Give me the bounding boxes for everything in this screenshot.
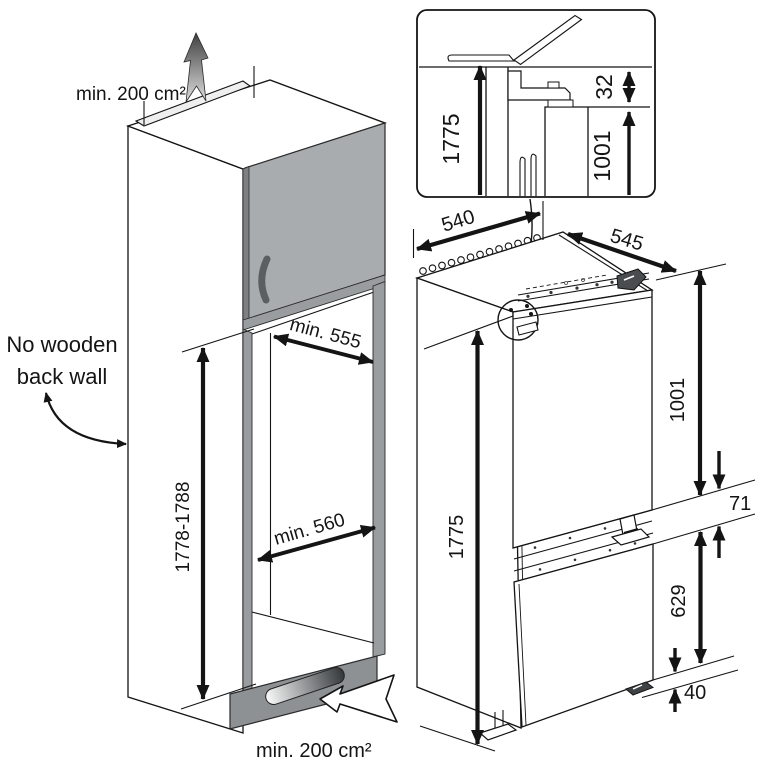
lower-door-edge-line xyxy=(518,583,527,726)
fridge-side-panel xyxy=(416,277,522,729)
plinth-ext-upper xyxy=(652,655,735,681)
niche-height-ext-top xyxy=(181,328,255,353)
detail-mounting-bracket xyxy=(507,70,571,101)
niche-right-frame xyxy=(372,280,386,658)
fridge-height-value: 1775 xyxy=(446,515,468,560)
dim-detail-top-clearance: 32 xyxy=(591,71,636,103)
niche-height-ext-bottom xyxy=(180,683,257,710)
dim-niche-depth: min. 560 xyxy=(257,510,376,563)
detail-bracket-screw xyxy=(547,81,560,89)
upper-section-value: 1001 xyxy=(667,378,689,423)
note-line-1: No wooden xyxy=(6,332,117,357)
niche-height-value: 1778-1788 xyxy=(173,482,194,573)
note-curved-arrow xyxy=(43,392,127,449)
ground-ext-line xyxy=(419,725,496,752)
dim-lower-section: 629 xyxy=(668,531,707,664)
bottom-vent-label: min. 200 cm² xyxy=(256,740,372,762)
plinth-clearance-value: 40 xyxy=(684,682,706,704)
plinth-vent-slot xyxy=(265,667,345,705)
airflow-inlet-arrow-icon xyxy=(319,674,398,723)
detail-fridge-body xyxy=(544,106,650,196)
detail-vent-flap xyxy=(513,14,583,66)
plinth-ext-lower xyxy=(641,669,739,699)
detail-view: 1775 32 1001 xyxy=(416,9,656,198)
top-hinge-bracket xyxy=(616,268,647,291)
cabinet-door-edge xyxy=(242,165,250,325)
note-line-2: back wall xyxy=(17,364,107,389)
top-vent-label: min. 200 cm² xyxy=(76,84,186,105)
dim-detail-height: 1775 xyxy=(438,65,487,195)
airflow-up-arrow-icon xyxy=(183,32,209,103)
lower-section-value: 629 xyxy=(668,584,690,617)
detail-flap-seat xyxy=(447,54,516,62)
note-no-back-wall: No wooden back wall xyxy=(6,332,127,449)
fridge-drawing: 1775 32 1001 xyxy=(412,9,756,752)
upper-door-top-line xyxy=(512,296,653,320)
fridge-lower-door xyxy=(513,543,654,728)
middle-hinge-bracket xyxy=(610,514,651,546)
dim-upper-section: 1001 xyxy=(667,270,707,496)
leveling-foot-front xyxy=(625,681,655,696)
cabinet-side-panel xyxy=(127,125,244,734)
dim-fridge-height: 1775 xyxy=(423,315,514,745)
dim-hinge-gap: 71 xyxy=(712,451,751,558)
detail-circle xyxy=(497,299,539,341)
gap-ext-lower xyxy=(652,513,756,545)
dim-niche-height: 1778-1788 xyxy=(173,328,257,710)
detail-height-value: 1775 xyxy=(438,113,464,164)
depth-ext-right xyxy=(655,263,727,281)
corner-bracket xyxy=(516,321,539,336)
dim-detail-upper-height: 1001 xyxy=(589,111,636,195)
height-ext-top xyxy=(423,315,514,350)
niche-width-value: min. 555 xyxy=(288,314,364,353)
corner-fixing-holes xyxy=(509,304,533,316)
top-vent-notch xyxy=(134,80,252,127)
leveling-foot-rear xyxy=(478,723,518,741)
hinge-gap-value: 71 xyxy=(729,493,751,515)
detail-top-clearance-value: 32 xyxy=(591,74,617,100)
niche-left-frame xyxy=(242,328,253,692)
niche-floor-line xyxy=(251,611,375,644)
detail-door-profiles xyxy=(519,153,537,196)
cabinet-door-handle xyxy=(258,255,271,304)
niche-ceiling-line xyxy=(251,291,375,335)
dim-plinth-clearance: 40 xyxy=(668,648,706,712)
detail-upper-height-value: 1001 xyxy=(589,130,615,181)
detail-body-cap xyxy=(547,99,574,108)
cabinet-drawing: min. 200 cm² min. 200 cm² No wooden back… xyxy=(6,32,398,762)
